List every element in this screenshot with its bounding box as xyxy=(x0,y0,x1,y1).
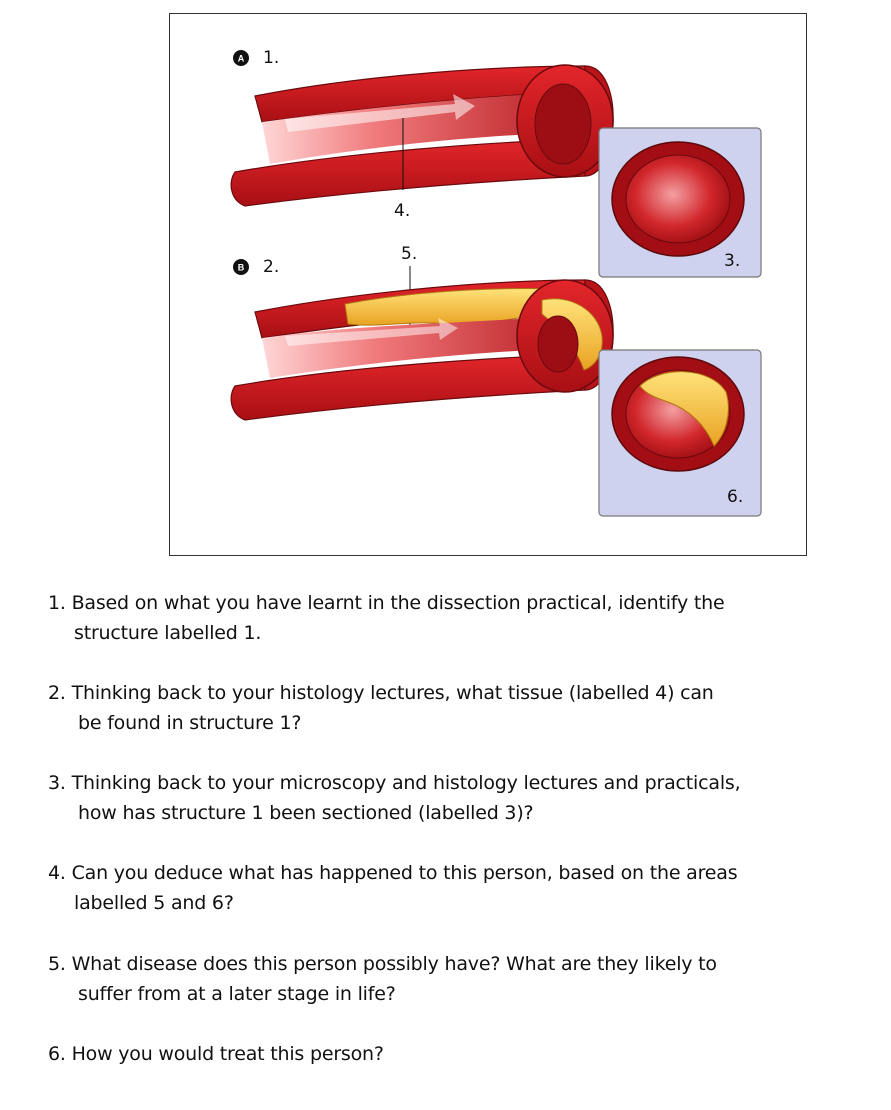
question-6-line-1: 6. How you would treat this person? xyxy=(48,1043,384,1065)
panel-b-label: B 2. xyxy=(233,257,279,277)
question-4-line-1: 4. Can you deduce what has happened to t… xyxy=(48,862,738,884)
artery-normal-icon xyxy=(230,64,614,207)
inset-cross-section-normal: 3. xyxy=(598,127,762,278)
label-5: 5. xyxy=(401,244,417,264)
question-3: 3. Thinking back to your microscopy and … xyxy=(48,768,848,828)
label-1: 1. xyxy=(263,48,279,68)
artery-diagram: A 1. 4. 3. xyxy=(230,48,762,517)
question-3-line-2: how has structure 1 been sectioned (labe… xyxy=(78,802,534,824)
question-5: 5. What disease does this person possibl… xyxy=(48,949,848,1009)
plaque-deposit-icon xyxy=(639,371,729,447)
question-1-line-2: structure labelled 1. xyxy=(74,622,262,644)
question-5-line-2: suffer from at a later stage in life? xyxy=(78,983,396,1005)
question-4: 4. Can you deduce what has happened to t… xyxy=(48,858,848,918)
question-2-line-2: be found in structure 1? xyxy=(78,712,302,734)
artery-plaque-icon xyxy=(230,279,614,421)
badge-a-icon xyxy=(233,50,249,66)
inset-cross-section-occluded: 6. xyxy=(598,349,762,517)
label-2: 2. xyxy=(263,257,279,277)
badge-a-letter: A xyxy=(238,54,245,64)
question-3-line-1: 3. Thinking back to your microscopy and … xyxy=(48,772,741,794)
badge-b-icon xyxy=(233,259,249,275)
question-1-line-1: 1. Based on what you have learnt in the … xyxy=(48,592,725,614)
question-6: 6. How you would treat this person? xyxy=(48,1039,848,1069)
question-1: 1. Based on what you have learnt in the … xyxy=(48,588,848,648)
question-5-line-1: 5. What disease does this person possibl… xyxy=(48,953,717,975)
badge-b-letter: B xyxy=(238,263,245,273)
artery-figure: A 1. 4. 3. xyxy=(169,13,807,556)
question-2: 2. Thinking back to your histology lectu… xyxy=(48,678,848,738)
label-3: 3. xyxy=(724,251,740,271)
question-2-line-1: 2. Thinking back to your histology lectu… xyxy=(48,682,714,704)
label-4: 4. xyxy=(394,201,410,221)
question-4-line-2: labelled 5 and 6? xyxy=(74,892,234,914)
label-6: 6. xyxy=(727,487,743,507)
panel-a-label: A 1. xyxy=(233,48,279,68)
